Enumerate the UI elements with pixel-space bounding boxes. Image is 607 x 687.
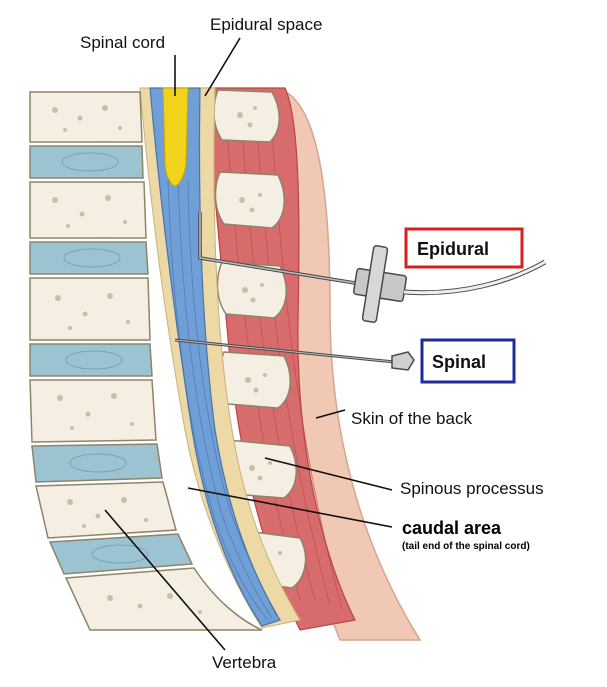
vertebral-column <box>29 91 263 631</box>
vertebral-body <box>29 181 147 239</box>
intervertebral-disc <box>29 145 144 179</box>
vertebral-body <box>29 277 151 341</box>
spinal-label-box <box>420 338 516 384</box>
caudal-area-note: (tail end of the spinal cord) <box>402 541 530 552</box>
process-speckles <box>237 106 282 571</box>
skin-of-back-label: Skin of the back <box>351 409 472 428</box>
spinal-canal <box>149 87 281 627</box>
spinal-cord-label: Spinal cord <box>80 33 165 52</box>
caudal-area-label: caudal area <box>402 518 502 538</box>
spinal-cord <box>162 87 189 187</box>
cauda-equina-fibers <box>167 179 277 621</box>
spinous-processus-label: Spinous processus <box>400 479 544 498</box>
intervertebral-disc <box>29 241 149 275</box>
intervertebral-disc <box>29 343 153 377</box>
vertebral-body <box>29 91 143 143</box>
intervertebral-disc <box>31 443 163 483</box>
vertebra-label: Vertebra <box>212 653 277 672</box>
disc-rings <box>61 152 149 564</box>
spinal-needle <box>174 338 415 371</box>
spinal-label: Spinal <box>432 352 486 372</box>
epidural-label: Epidural <box>417 239 489 259</box>
sacrum <box>64 567 263 631</box>
leader-lines <box>104 37 393 651</box>
epidural-space-label: Epidural space <box>210 15 322 34</box>
vertebral-body <box>29 379 157 443</box>
intervertebral-disc <box>48 533 194 575</box>
muscle-fibers <box>224 99 343 611</box>
epidural-needle <box>198 212 547 323</box>
bone-speckles <box>52 105 202 614</box>
epidural-label-box <box>404 227 524 269</box>
